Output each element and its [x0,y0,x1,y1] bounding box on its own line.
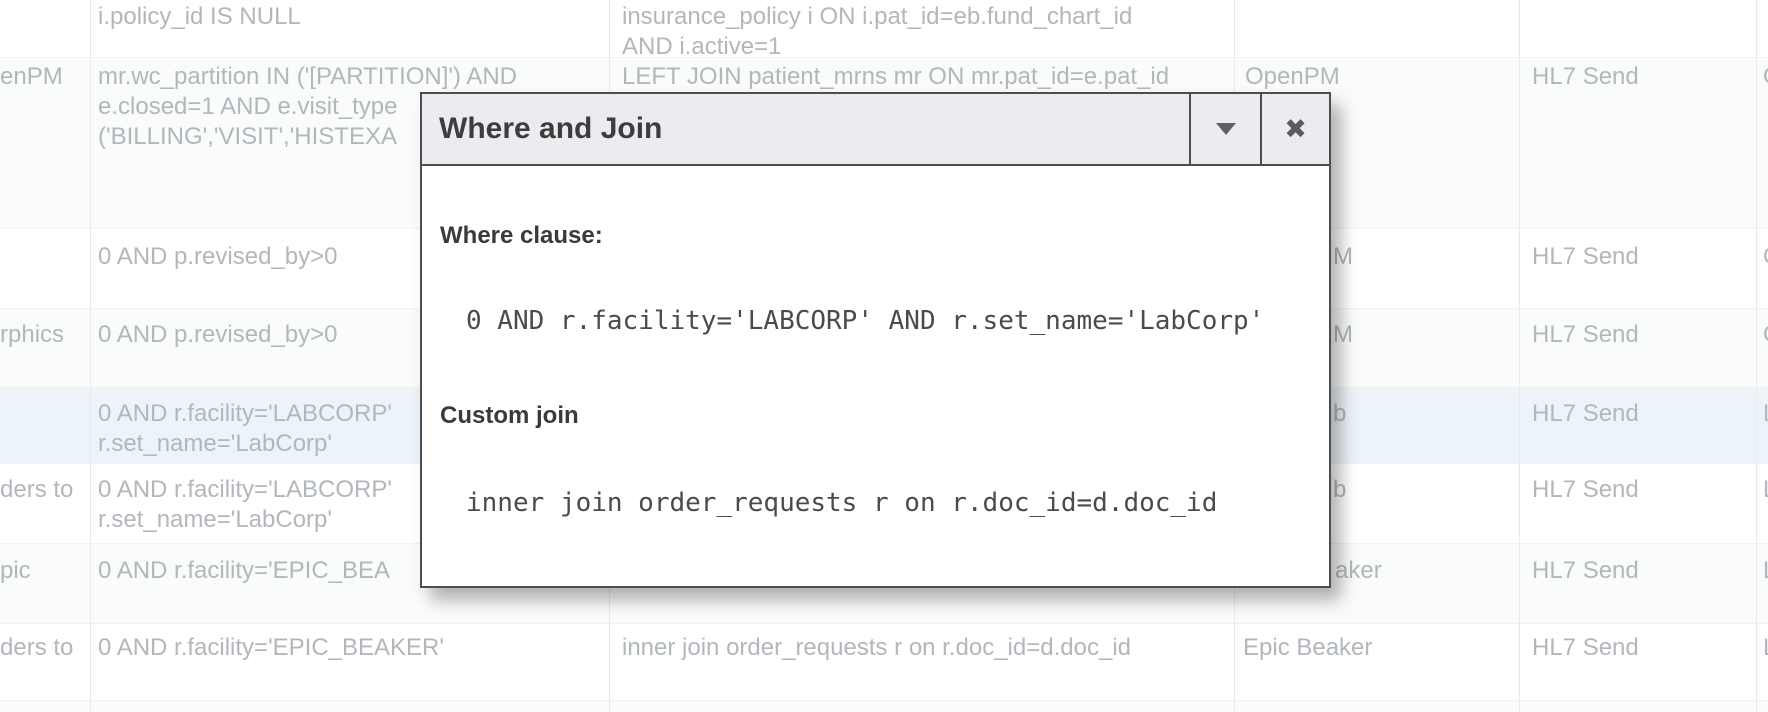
cell-join-clause: inner join order_requests r on r.doc_id=… [622,634,1131,661]
cell-edge: O [1763,62,1768,92]
cell-action: HL7 Send [1532,634,1639,661]
cell-prefix: ders to [0,476,74,503]
cell-system: b [1333,400,1347,427]
cell-join-clause: AND i.active=1 [622,33,782,60]
cell-where-clause: 0 AND p.revised_by>0 [98,321,338,348]
cell-system: b [1333,476,1347,503]
cell-action: HL7 Send [1532,557,1639,584]
cell-where-clause: 0 AND r.facility='LABCORP' [98,476,392,503]
collapse-button[interactable] [1189,94,1260,164]
cell-where-clause: ('BILLING','VISIT','HISTEXA [98,123,397,150]
where-clause-value: 0 AND r.facility='LABCORP' AND r.set_nam… [466,306,1265,336]
cell-where-clause: 0 AND r.facility='LABCORP' [98,400,392,427]
cell-edge: L [1763,475,1768,505]
cell-where-clause: e.closed=1 AND e.visit_type [98,93,398,120]
cell-edge: L [1763,556,1768,586]
cell-system: M [1333,243,1353,270]
cell-edge: O [1763,320,1768,350]
cell-where-clause: 0 AND r.facility='EPIC_BEA [98,557,391,584]
cell-join-clause: insurance_policy i ON i.pat_id=eb.fund_c… [622,3,1133,30]
grid-column-divider [1756,0,1757,712]
cell-edge: L [1763,399,1768,429]
cell-system: M [1333,321,1353,348]
cell-where-clause: i.policy_id IS NULL [98,3,301,30]
cell-where-clause: r.set_name='LabCorp' [98,506,332,533]
custom-join-label: Custom join [440,402,579,429]
cell-edge: L [1763,633,1768,663]
table-row[interactable] [0,623,1768,700]
where-and-join-dialog: Where and Join ✖ Where clause: 0 AND r.f… [420,92,1331,588]
cell-action: HL7 Send [1532,243,1639,270]
cell-system: Epic Beaker [1243,634,1373,661]
row-divider [0,623,1768,624]
cell-prefix: ders to [0,634,74,661]
cell-action: HL7 Send [1532,321,1639,348]
cell-action: HL7 Send [1532,476,1639,503]
grid-column-divider [1519,0,1520,712]
grid-column-divider [90,0,91,712]
row-divider [0,57,1768,58]
row-divider [0,700,1768,701]
table-row[interactable] [0,700,1768,712]
dialog-title-bar[interactable]: Where and Join ✖ [422,94,1329,166]
table-row[interactable] [0,0,1768,57]
cell-where-clause: 0 AND r.facility='EPIC_BEAKER' [98,634,444,661]
close-button[interactable]: ✖ [1260,94,1329,164]
cell-where-clause: r.set_name='LabCorp' [98,430,332,457]
custom-join-value: inner join order_requests r on r.doc_id=… [466,488,1218,518]
cell-system: OpenPM [1245,63,1340,90]
dialog-title: Where and Join [439,112,663,145]
cell-where-clause: mr.wc_partition IN ('[PARTITION]') AND [98,63,518,90]
cell-action: HL7 Send [1532,400,1639,427]
cell-edge: O [1763,242,1768,272]
cell-system: aker [1335,557,1382,584]
where-clause-label: Where clause: [440,222,603,249]
chevron-down-icon [1215,123,1236,135]
cell-join-clause: LEFT JOIN patient_mrns mr ON mr.pat_id=e… [622,63,1170,90]
cell-prefix: pic [0,557,31,584]
cell-where-clause: 0 AND p.revised_by>0 [98,243,338,270]
cell-action: HL7 Send [1532,63,1639,90]
cell-prefix: rphics [0,321,65,348]
cell-prefix: enPM [0,63,63,90]
close-icon: ✖ [1284,113,1307,145]
